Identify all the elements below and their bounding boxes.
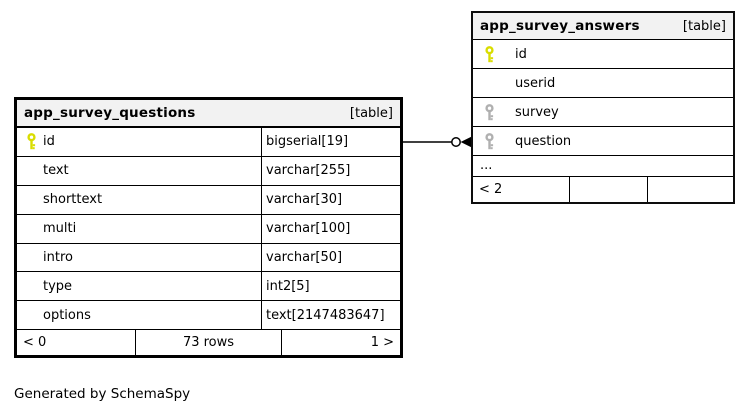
column-name: options	[43, 307, 91, 323]
table-type-badge: [table]	[349, 105, 393, 121]
column-name-cell: text	[17, 156, 262, 185]
table-type-badge: [table]	[682, 18, 726, 34]
table-node-app-survey-answers[interactable]: app_survey_answers [table] id userid sur…	[471, 11, 735, 204]
children-count: < 2	[473, 176, 570, 202]
column-name-cell: multi	[17, 214, 262, 243]
table-stats-footer: < 0 73 rows 1 >	[17, 330, 400, 355]
column-row-type: type int2[5]	[17, 272, 400, 302]
column-row-userid: userid	[473, 69, 733, 98]
column-name: id	[43, 134, 55, 150]
column-name: multi	[43, 221, 77, 237]
column-name: userid	[515, 75, 556, 91]
primary-key-icon	[485, 45, 495, 63]
column-type: bigserial[19]	[266, 134, 349, 150]
column-type: varchar[30]	[266, 192, 343, 208]
foreign-key-icon	[485, 132, 495, 150]
parents-count: 1 >	[370, 335, 394, 351]
column-row-id: id bigserial[19]	[17, 128, 400, 157]
parents-count	[648, 177, 733, 203]
column-type: int2[5]	[266, 278, 310, 294]
column-name: intro	[43, 250, 73, 265]
column-name-cell: intro	[17, 243, 262, 272]
table-stats-footer: < 2	[473, 176, 733, 203]
column-row-text: text varchar[255]	[17, 156, 400, 186]
column-name: shorttext	[43, 192, 103, 208]
table-title: app_survey_answers	[480, 18, 640, 34]
foreign-key-icon	[485, 103, 495, 121]
column-type: text[2147483647]	[266, 307, 385, 323]
column-type: varchar[50]	[266, 250, 343, 265]
column-row-options: options text[2147483647]	[17, 301, 400, 331]
table-header: app_survey_answers [table]	[473, 13, 733, 40]
column-type: varchar[255]	[266, 163, 351, 179]
column-name: question	[515, 133, 572, 149]
children-count: < 0	[17, 330, 136, 355]
column-row-shorttext: shorttext varchar[30]	[17, 185, 400, 215]
column-name: id	[515, 46, 527, 62]
table-title: app_survey_questions	[24, 105, 196, 121]
row-count: 73 rows	[136, 330, 282, 355]
table-header: app_survey_questions [table]	[17, 100, 400, 128]
column-name-cell: shorttext	[17, 185, 262, 214]
column-name: text	[43, 163, 69, 179]
column-row-intro: intro varchar[50]	[17, 243, 400, 273]
table-node-app-survey-questions[interactable]: app_survey_questions [table] id bigseria…	[14, 97, 403, 358]
column-name-cell: options	[17, 301, 262, 330]
column-row-survey: survey	[473, 98, 733, 127]
column-name: type	[43, 278, 73, 294]
column-row-multi: multi varchar[100]	[17, 214, 400, 244]
column-name-cell: type	[17, 272, 262, 301]
zero-or-one-circle-glyph	[451, 137, 461, 147]
column-name-cell: id	[17, 128, 262, 156]
column-row-question: question	[473, 127, 733, 156]
column-name: survey	[515, 104, 559, 120]
generated-by-credit: Generated by SchemaSpy	[14, 386, 191, 402]
row-count	[570, 176, 648, 202]
hidden-columns-ellipsis: ...	[473, 156, 733, 177]
column-row-id: id	[473, 40, 733, 69]
column-type: varchar[100]	[266, 221, 351, 237]
arrowhead-glyph	[460, 136, 472, 148]
primary-key-icon	[27, 133, 37, 151]
